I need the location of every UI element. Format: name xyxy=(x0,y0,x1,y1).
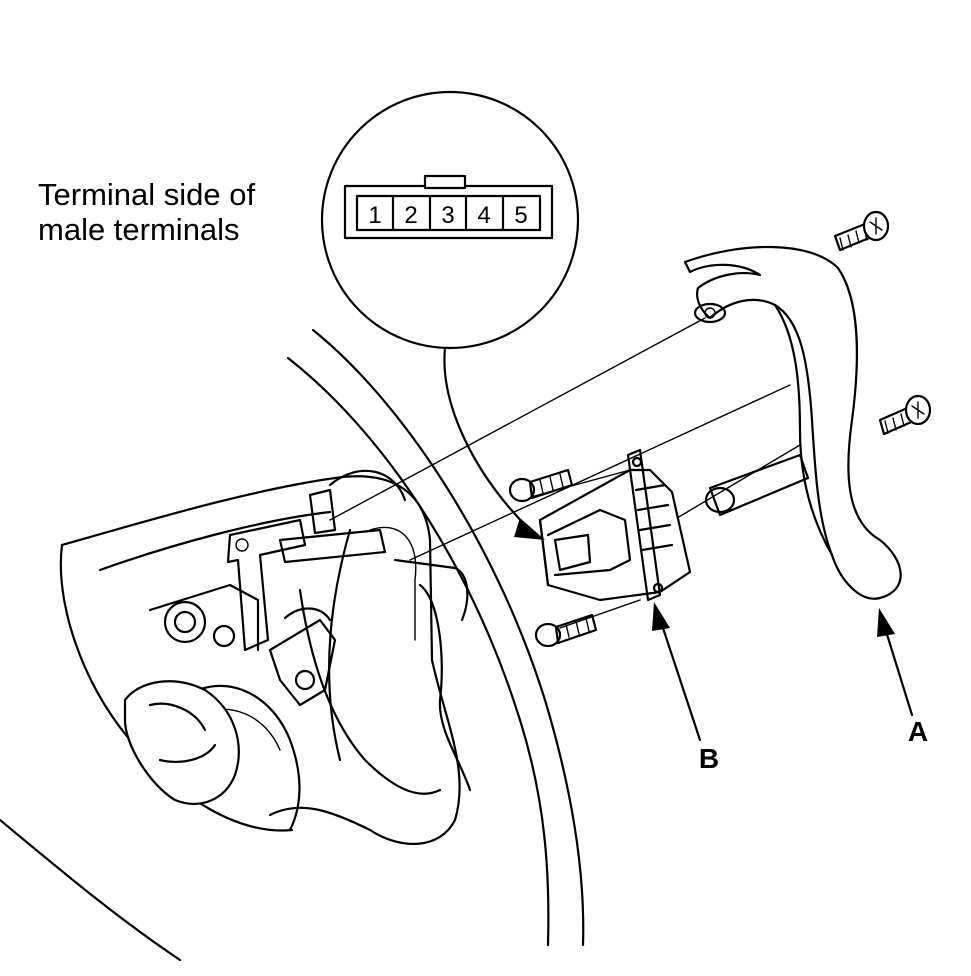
screw-upper-left xyxy=(508,468,574,503)
pin-3: 3 xyxy=(441,202,454,229)
steering-wheel-rim xyxy=(0,328,585,962)
cover-a xyxy=(683,245,902,600)
screw-middle-right xyxy=(878,394,932,436)
callout-caption-line2: male terminals xyxy=(38,212,240,247)
pin-1: 1 xyxy=(368,202,381,229)
label-arrow-b xyxy=(652,602,702,742)
pin-4: 4 xyxy=(477,202,490,229)
label-arrow-a xyxy=(877,608,914,717)
label-a: A xyxy=(908,716,928,747)
left-switch-pod xyxy=(123,680,240,805)
callout-caption-line1: Terminal side of xyxy=(38,177,255,212)
screw-lower-left xyxy=(534,613,598,648)
screw-upper-right xyxy=(833,210,890,252)
switch-b xyxy=(538,448,692,602)
label-b: B xyxy=(699,743,719,774)
pin-5: 5 xyxy=(514,202,527,229)
pin-2: 2 xyxy=(404,202,417,229)
steering-wheel-hub xyxy=(59,469,472,846)
connector-callout: 1 2 3 4 5 xyxy=(320,90,580,540)
